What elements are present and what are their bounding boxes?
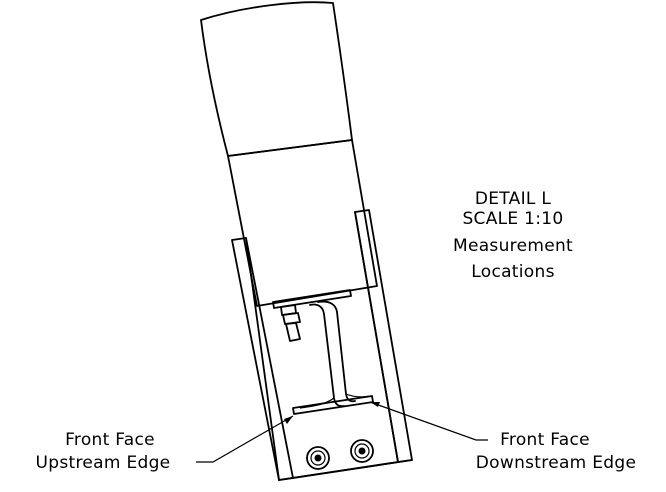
callout-downstream-line1: Front Face: [500, 430, 590, 450]
leader-upstream: [196, 415, 294, 463]
bolt: [280, 304, 301, 342]
leader-downstream: [369, 401, 488, 441]
middle-pad: [227, 139, 378, 307]
detail-title: DETAIL L: [475, 189, 552, 209]
detail-scale: SCALE 1:10: [462, 209, 563, 229]
bracket-plate: [231, 209, 413, 481]
beam-top-flange: [272, 289, 352, 309]
anchor-bolt-right: [350, 439, 374, 463]
detail-caption-line1: Measurement: [453, 236, 573, 256]
callout-downstream-line2: Downstream Edge: [476, 453, 636, 473]
callout-upstream-line1: Front Face: [65, 430, 155, 450]
callout-upstream-line2: Upstream Edge: [36, 453, 171, 473]
top-pad: [200, 1, 353, 157]
detail-caption-line2: Locations: [471, 262, 554, 282]
beam-web: [309, 300, 356, 408]
anchor-bolt-left: [306, 446, 330, 470]
